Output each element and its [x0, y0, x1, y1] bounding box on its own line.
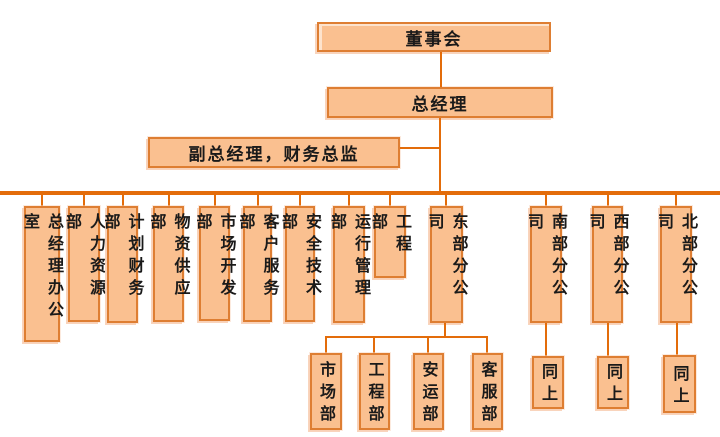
connector-east-branch-down [444, 323, 446, 337]
node-branch-south: 南部分公司 [525, 206, 568, 323]
connector-gm-to-bus [439, 118, 441, 192]
connector-stem-market-dev [214, 195, 216, 206]
node-dept-safety-tech: 安全技术部 [279, 206, 322, 322]
node-repeat-west: 同上 [597, 356, 629, 409]
connector-stem-safety-tech [299, 195, 301, 206]
node-repeat-north: 同上 [663, 355, 696, 413]
connector-stem-hr [83, 195, 85, 206]
connector-drop-cust-service2 [486, 337, 488, 353]
node-repeat-south: 同上 [532, 356, 564, 409]
connector-stem-planning-finance [122, 195, 124, 206]
node-dept-material-supply: 物资供应部 [148, 206, 191, 322]
connector-drop-engineering2 [373, 337, 375, 353]
node-east-engineering-dept: 工程部 [359, 353, 390, 430]
node-dept-gm-office: 总经理办公室 [21, 206, 64, 342]
node-dept-market-dev: 市场开发部 [194, 206, 237, 321]
connector-stem-west-branch [607, 195, 609, 206]
node-dept-operations: 运行管理部 [328, 206, 371, 323]
node-east-marketing-dept: 市场部 [310, 353, 342, 430]
node-branch-east: 东部分公司 [426, 206, 469, 323]
connector-drop-marketing [325, 337, 327, 353]
node-general-manager: 总经理 [327, 87, 553, 118]
node-dept-planning-finance: 计划财务部 [102, 206, 145, 323]
connector-stem-north-branch [675, 195, 677, 206]
connector-south-to-repeat [545, 323, 547, 356]
connector-drop-safety-ops [427, 337, 429, 353]
node-branch-west: 西部分公司 [587, 206, 630, 323]
connector-west-to-repeat [607, 323, 609, 356]
node-board-of-directors: 董事会 [317, 22, 551, 52]
node-dept-hr: 人力资源部 [63, 206, 106, 322]
connector-north-to-repeat [676, 323, 678, 355]
connector-stem-operations [348, 195, 350, 206]
connector-stem-material-supply [168, 195, 170, 206]
node-east-safety-ops-dept: 安运部 [413, 353, 444, 430]
connector-stem-east-branch [445, 195, 447, 206]
node-deputy-gm-cfo: 副总经理，财务总监 [148, 137, 400, 168]
connector-main-bus [0, 191, 720, 195]
connector-east-children-bus [325, 336, 488, 338]
connector-stem-gm-office [41, 195, 43, 206]
connector-stem-engineering [389, 195, 391, 206]
node-east-cust-service-dept: 客服部 [472, 353, 503, 430]
connector-stem-south-branch [545, 195, 547, 206]
node-dept-customer-service: 客户服务部 [237, 206, 280, 322]
connector-stem-customer-service [257, 195, 259, 206]
connector-board-to-gm [440, 52, 442, 87]
connector-deputy-to-gm [400, 147, 441, 149]
node-branch-north: 北部分公司 [655, 206, 698, 323]
node-dept-engineering: 工程部 [369, 206, 412, 278]
